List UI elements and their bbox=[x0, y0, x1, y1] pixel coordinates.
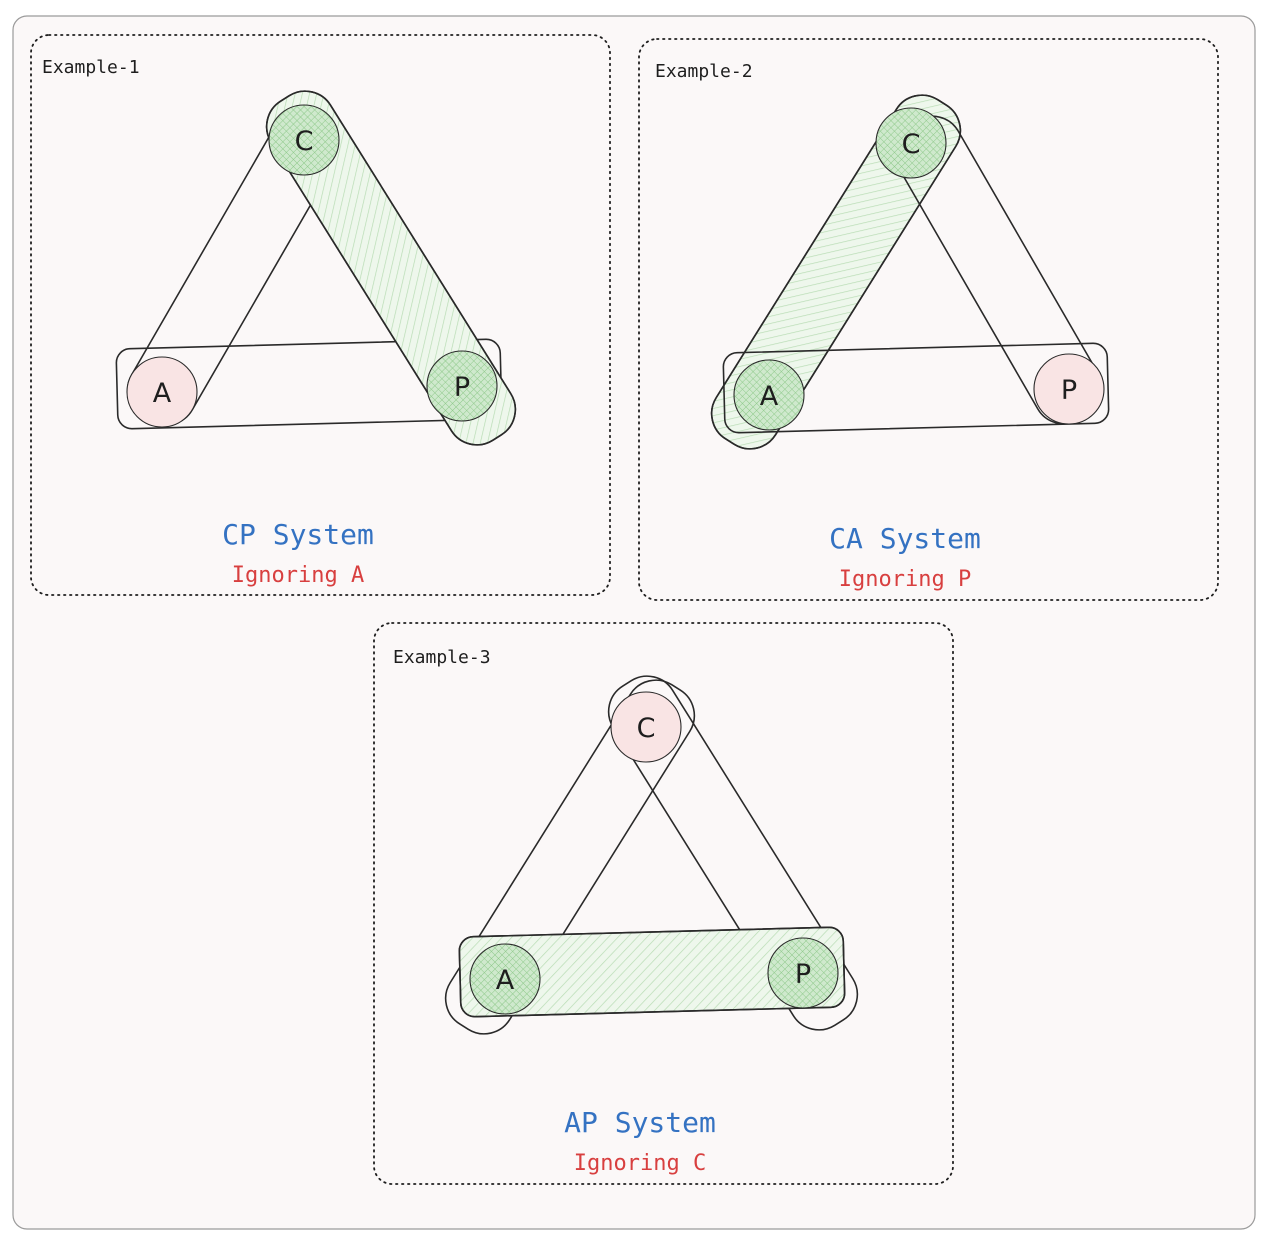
example-label-2: Example-2 bbox=[655, 61, 753, 82]
node-p bbox=[1033, 353, 1105, 425]
node-c bbox=[610, 691, 682, 763]
triangle-graph-2: C A P bbox=[710, 94, 1110, 450]
system-title-3: AP System bbox=[564, 1106, 716, 1139]
node-c-label: C bbox=[637, 713, 656, 744]
node-c-label: C bbox=[295, 126, 314, 157]
capsule-c-a-overlay bbox=[710, 94, 962, 450]
node-a-label: A bbox=[153, 378, 172, 409]
node-p bbox=[767, 937, 839, 1009]
node-a bbox=[733, 359, 805, 431]
triangle-graph-3: C A P bbox=[444, 675, 859, 1035]
node-a bbox=[469, 943, 541, 1015]
system-subtitle-3: Ignoring C bbox=[574, 1151, 706, 1176]
node-a-label: A bbox=[760, 381, 779, 412]
node-a bbox=[126, 356, 198, 428]
node-p-label: P bbox=[795, 959, 811, 990]
example-panel-2: Example-2 C A P CA System Ignoring P bbox=[638, 38, 1219, 601]
example-label-1: Example-1 bbox=[42, 57, 140, 78]
triangle-graph-1: C A P bbox=[115, 90, 517, 446]
example-panel-3: Example-3 C A P AP System Ignoring C bbox=[373, 622, 954, 1185]
node-p bbox=[426, 350, 498, 422]
system-title-1: CP System bbox=[222, 518, 374, 551]
example-box-2 bbox=[638, 38, 1219, 601]
system-subtitle-2: Ignoring P bbox=[839, 567, 971, 592]
example-box-1 bbox=[30, 34, 611, 596]
system-subtitle-1: Ignoring A bbox=[232, 563, 364, 588]
capsule-c-p-overlay bbox=[265, 90, 517, 446]
capsule-c-p bbox=[607, 675, 859, 1031]
node-c bbox=[268, 104, 340, 176]
node-a-label: A bbox=[496, 965, 515, 996]
node-c-label: C bbox=[902, 129, 921, 160]
node-p-label: P bbox=[1061, 375, 1077, 406]
example-box-3 bbox=[373, 622, 954, 1185]
system-title-2: CA System bbox=[829, 522, 981, 555]
capsule-c-a bbox=[444, 679, 696, 1035]
example-label-3: Example-3 bbox=[393, 647, 491, 668]
example-panel-1: Example-1 C A P CP System Ignoring A bbox=[30, 34, 611, 596]
node-p-label: P bbox=[454, 372, 470, 403]
node-c bbox=[875, 107, 947, 179]
capsule-a-p-overlay bbox=[458, 926, 846, 1018]
capsule-a-p bbox=[722, 342, 1110, 434]
